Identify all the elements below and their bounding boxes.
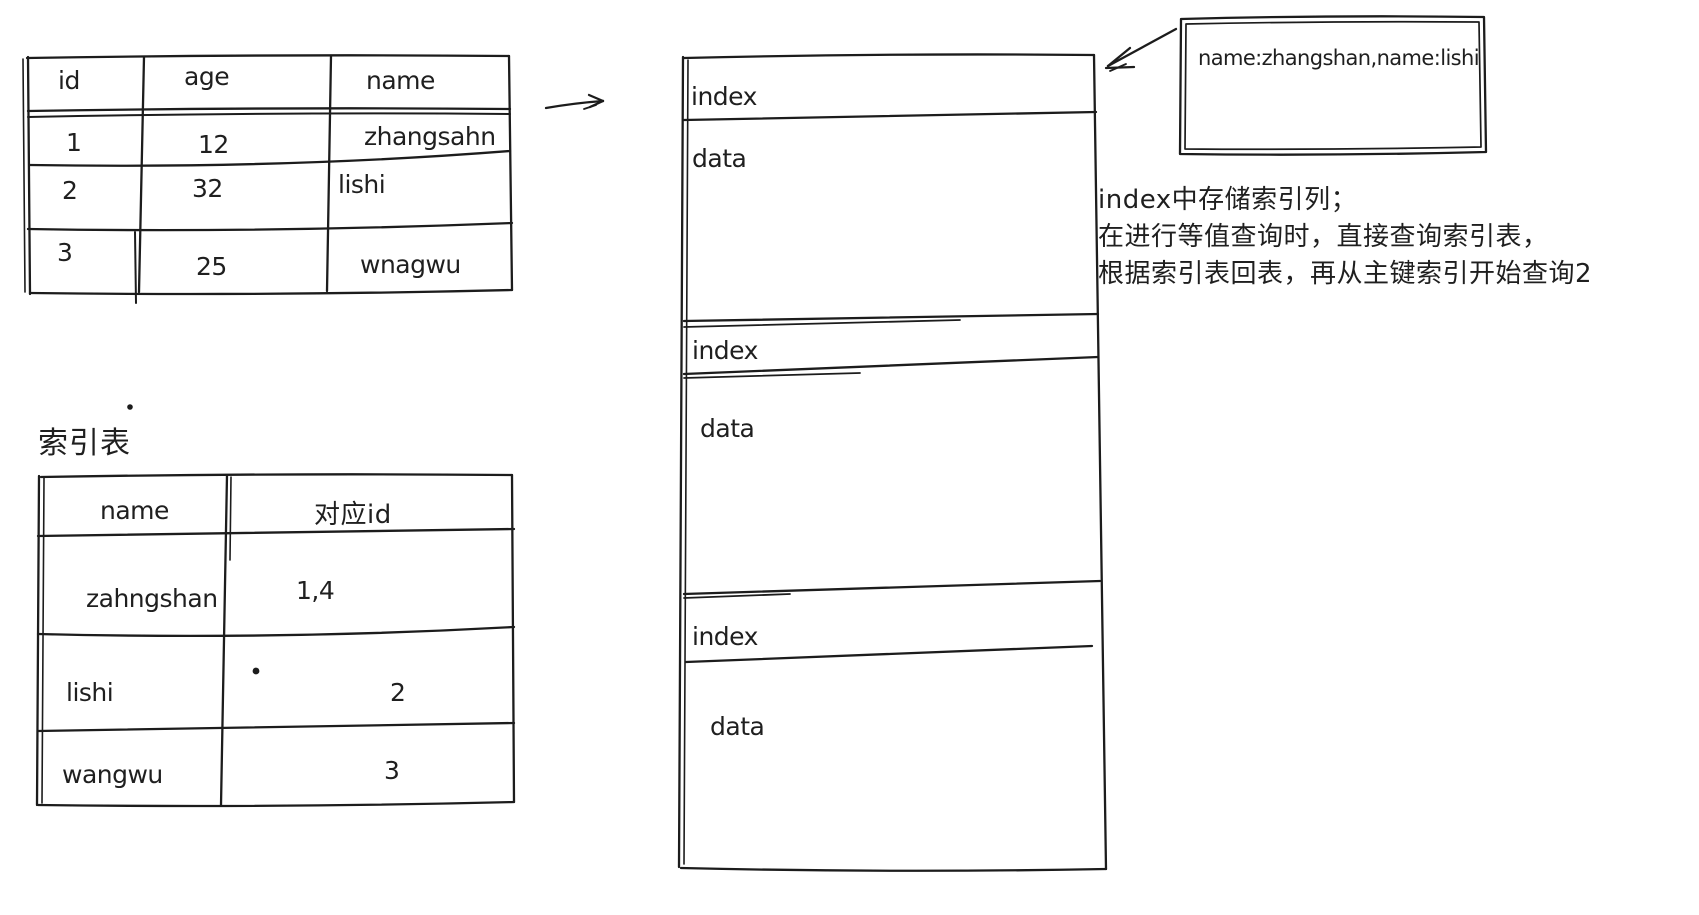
main-table-header-id: id <box>58 66 80 95</box>
index-table-cell-id-3: 3 <box>384 756 400 785</box>
storage-box-border <box>677 53 1108 872</box>
annotation-note-line1: index中存储索引列； <box>1098 185 1358 215</box>
query-box-border <box>1178 15 1488 156</box>
annotation-note-line2: 在进行等值查询时，直接查询索引表， <box>1098 222 1549 252</box>
main-table-header-age: age <box>184 62 230 91</box>
index-table-cell-name-3: wangwu <box>62 760 163 789</box>
index-table-border <box>35 473 516 808</box>
main-table-cell-id-2: 2 <box>62 176 78 205</box>
storage-segment3-data-label: data <box>710 712 765 741</box>
main-table-cell-name-3: wnagwu <box>360 250 461 279</box>
main-table-border <box>22 54 514 304</box>
index-table-title: 索引表 <box>38 426 131 461</box>
stray-dot-label <box>127 404 133 410</box>
query-box-text: name:zhangshan,name:lishi <box>1198 46 1480 70</box>
storage-segment2-data-label: data <box>700 414 755 443</box>
index-table-header-name: name <box>100 496 169 525</box>
arrow-query-to-storage <box>1104 27 1178 72</box>
main-table-cell-id-1: 1 <box>66 128 82 157</box>
index-table-cell-id-2: 2 <box>390 678 406 707</box>
arrow-main-to-storage <box>544 93 605 110</box>
index-table-cell-name-2: lishi <box>66 678 114 707</box>
index-table-cell-id-1: 1,4 <box>296 576 335 605</box>
storage-segment3-index-label: index <box>692 622 758 651</box>
index-table-cell-name-1: zahngshan <box>86 584 218 613</box>
index-table-header-id: 对应id <box>314 500 392 530</box>
main-table-cell-id-3: 3 <box>57 238 73 267</box>
annotation-note-line3: 根据索引表回表，再从主键索引开始查询2 <box>1098 259 1593 289</box>
storage-segment1-data-label: data <box>692 144 747 173</box>
main-table-cell-age-2: 32 <box>192 174 223 203</box>
main-table-cell-name-2: lishi <box>338 170 386 199</box>
main-table-cell-age-3: 25 <box>196 252 227 281</box>
main-table-cell-name-1: zhangsahn <box>364 122 496 151</box>
main-table-cell-age-1: 12 <box>198 130 229 159</box>
main-table-header-name: name <box>366 66 435 95</box>
storage-segment2-index-label: index <box>692 336 758 365</box>
storage-segment1-index-label: index <box>691 82 757 111</box>
stray-dot-index-table <box>252 667 260 675</box>
annotation-note: index中存储索引列； 在进行等值查询时，直接查询索引表， 根据索引表回表，再… <box>1098 182 1592 293</box>
